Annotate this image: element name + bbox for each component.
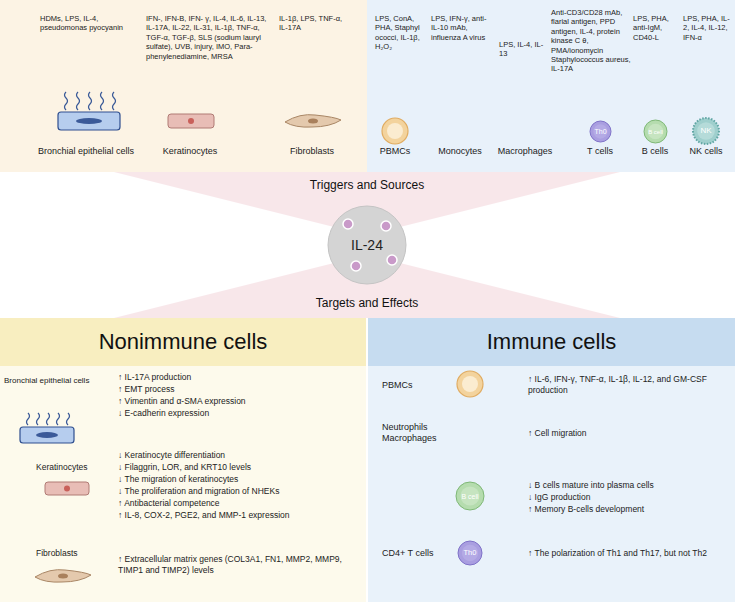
body-text: IL-1β, LPS, TNF-α, IL-17A	[279, 14, 351, 33]
body-text: ↑ IL-8, COX-2, PGE2, and MMP-1 expressio…	[118, 510, 358, 521]
body-text: Neutrophils Macrophages	[382, 422, 454, 445]
body-text: ↑ EMT process	[118, 384, 358, 395]
cell-label: Th0	[589, 120, 612, 143]
immune-target-box: Immune cellsPBMCs ↑ IL-6, IFN-γ, TNF-α, I…	[368, 318, 735, 602]
body-text: PBMCs	[367, 146, 423, 157]
nk-cell: NK	[692, 117, 720, 145]
body-text: NK cells	[681, 146, 731, 157]
cell-label: B cell	[455, 481, 485, 511]
body-text: ↑ Cell migration	[528, 428, 728, 439]
body-text: Keratinocytes	[140, 146, 240, 157]
body-text: HDMs, LPS, IL-4, pseudomonas pyocyanin	[40, 14, 126, 33]
section-label: Targets and Effects	[217, 296, 517, 311]
cell-label: B cell	[643, 119, 668, 144]
body-text: T cells	[570, 146, 630, 157]
body-text: LPS, IL-4, IL-13	[499, 40, 549, 59]
th0-cell: Th0	[589, 120, 612, 143]
body-text: Keratinocytes	[36, 462, 116, 473]
cell-label: Th0	[457, 540, 483, 566]
body-text: IFN-, IFN-B, IFN- γ, IL-4, IL-6, IL-13, …	[146, 14, 274, 61]
nonimmune-target-box: Nonimmune cellsBronchial epithelial cell…	[0, 318, 366, 602]
body-text: ↓ B cells mature into plasma cells	[528, 480, 728, 491]
b-cell: B cell	[643, 119, 668, 144]
b-cell: B cell	[455, 481, 485, 511]
circle-shape	[456, 482, 484, 510]
body-text: ↑ IL-17A production	[118, 372, 358, 383]
il24-circle: IL-24	[327, 205, 407, 285]
section-heading: Immune cells	[368, 318, 735, 366]
nonimmune-source-panel: HDMs, LPS, IL-4, pseudomonas pyocyanin IF…	[0, 0, 367, 172]
body-text: LPS, IFN-γ, anti-IL-10 mAb, influenza A …	[431, 14, 491, 42]
circle-shape	[693, 118, 719, 144]
body-text: ↑ Vimentin and α-SMA expression	[118, 396, 358, 407]
body-text: LPS, PHA, anti-IgM, CD40-L	[633, 14, 677, 42]
body-text: ↑ The polarization of Th1 and Th17, but …	[528, 548, 728, 559]
body-text: ↓ IgG production	[528, 492, 728, 503]
cell-label: IL-24	[327, 205, 407, 285]
section-heading: Nonimmune cells	[0, 318, 366, 366]
body-text: PBMCs	[382, 380, 462, 391]
body-text: Anti-CD3/CD28 mAb, flarial antigen, PPD …	[551, 8, 631, 74]
body-text: ↑ Antibacterial competence	[118, 498, 358, 509]
circle-shape	[458, 541, 482, 565]
body-text: ↑ IL-6, IFN-γ, TNF-α, IL-1β, IL-12, and …	[528, 374, 728, 395]
cell-label: NK	[692, 117, 720, 145]
circle-shape	[644, 120, 667, 143]
body-text: ↓ E-cadherin expression	[118, 408, 358, 419]
body-text: ↑ Extracellular matrix genes (COL3A1, FN…	[118, 554, 356, 575]
body-text: Bronchial epithelial cells	[4, 376, 118, 386]
body-text: ↓ Filaggrin, LOR, and KRT10 levels	[118, 462, 358, 473]
body-text: Fibroblasts	[262, 146, 362, 157]
body-text: ↑ Memory B-cells development	[528, 504, 728, 515]
body-text: Bronchial epithelial cells	[6, 146, 166, 157]
section-label: Triggers and Sources	[217, 178, 517, 193]
body-text: LPS, ConA, PHA, Staphyl ococci, IL-1β, H…	[375, 14, 427, 52]
body-text: B cells	[630, 146, 680, 157]
body-text: CD4+ T cells	[382, 548, 462, 559]
body-text: Monocytes	[430, 146, 490, 157]
immune-source-panel: LPS, ConA, PHA, Staphyl ococci, IL-1β, H…	[367, 0, 735, 172]
body-text: ↓ The proliferation and migration of NHE…	[118, 486, 358, 497]
body-text: Macrophages	[490, 146, 560, 157]
body-text: LPS, PHA, IL-2, IL-4, IL-12, IFN-α	[683, 14, 731, 42]
body-text: ↓ Keratinocyte differentiation	[118, 450, 358, 461]
th0-cell: Th0	[457, 540, 483, 566]
circle-shape	[328, 206, 406, 284]
body-text: Fibroblasts	[36, 548, 116, 559]
body-text: ↓ The migration of keratinocytes	[118, 474, 358, 485]
circle-shape	[590, 121, 611, 142]
